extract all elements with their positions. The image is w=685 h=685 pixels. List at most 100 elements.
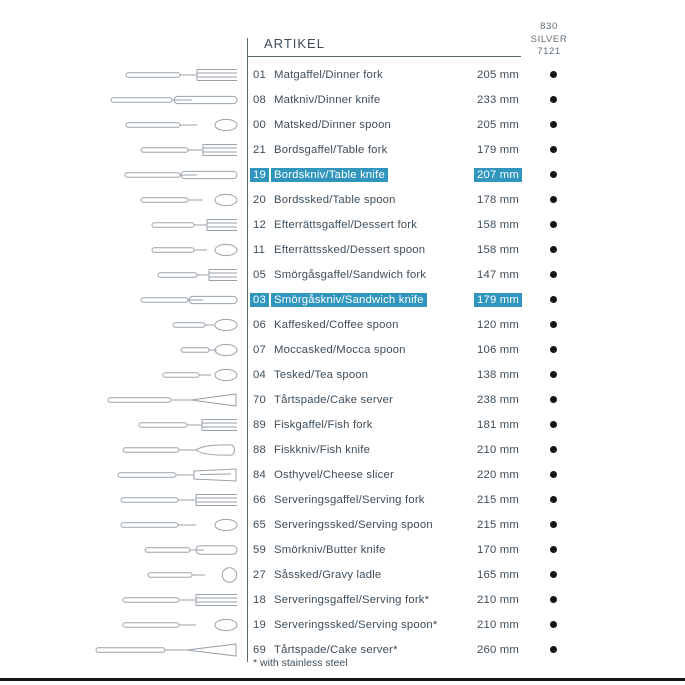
article-number: 65 [253,518,266,531]
table-row[interactable]: 65 Serveringssked/Serving spoon 215 mm [0,512,685,537]
article-name: Fiskgaffel/Fish fork [274,418,373,431]
silver-availability-dot [549,446,557,453]
spoon-illustration [0,341,247,359]
knife-illustration [0,166,247,184]
table-row[interactable]: 59 Smörkniv/Butter knife 170 mm [0,537,685,562]
table-row[interactable]: 89 Fiskgaffel/Fish fork 181 mm [0,412,685,437]
material-line-1: 830 [540,21,558,32]
spoon-illustration [0,616,247,634]
article-name: Efterrättssked/Dessert spoon [274,243,426,256]
fork-illustration [0,66,247,84]
footnote: * with stainless steel [253,657,348,669]
table-row[interactable]: 18 Serveringsgaffel/Serving fork* 210 mm [0,587,685,612]
material-column-header: 830 SILVER 7121 [518,21,580,59]
page-bottom-rule [0,678,685,681]
length-value: 215 mm [477,493,520,506]
fork-icon [157,268,237,281]
material-line-3: 7121 [537,46,561,57]
length-value: 205 mm [477,118,520,131]
slicer-icon [117,467,237,482]
article-name: Serveringssked/Serving spoon* [274,618,438,631]
article-name: Bordsgaffel/Table fork [274,143,388,156]
article-number: 12 [253,218,266,231]
silver-availability-dot [549,296,557,303]
article-number: 19 [250,167,269,182]
length-value: 210 mm [477,443,520,456]
slicer-illustration [0,466,247,484]
table-row[interactable]: 20 Bordssked/Table spoon 178 mm [0,187,685,212]
table-row[interactable]: 11 Efterrättssked/Dessert spoon 158 mm [0,237,685,262]
length-value: 220 mm [477,468,520,481]
silver-availability-dot [549,221,557,228]
material-line-2: SILVER [530,33,568,45]
spoon-icon [172,318,238,331]
length-value: 233 mm [477,93,520,106]
table-row[interactable]: 19 Serveringssked/Serving spoon* 210 mm [0,612,685,637]
silver-availability-dot [549,96,557,103]
column-divider-line [247,38,248,662]
article-number: 20 [253,193,266,206]
server-illustration [0,391,247,409]
fishknife-illustration [0,441,247,459]
table-row[interactable]: 19 Bordskniv/Table knife 207 mm [0,162,685,187]
article-number: 11 [253,243,266,256]
table-row[interactable]: 27 Såssked/Gravy ladle 165 mm [0,562,685,587]
table-row[interactable]: 21 Bordsgaffel/Table fork 179 mm [0,137,685,162]
length-value: 106 mm [477,343,520,356]
article-name: Kaffesked/Coffee spoon [274,318,399,331]
length-value: 165 mm [477,568,520,581]
silver-availability-dot [549,571,557,578]
spoon-illustration [0,241,247,259]
article-name: Bordskniv/Table knife [271,167,388,182]
article-name: Smörgåskniv/Sandwich knife [271,292,427,307]
table-row[interactable]: 08 Matkniv/Dinner knife 233 mm [0,87,685,112]
article-number: 19 [253,618,266,631]
table-row[interactable]: 03 Smörgåskniv/Sandwich knife 179 mm [0,287,685,312]
fork-icon [140,143,237,156]
article-name: Matgaffel/Dinner fork [274,68,383,81]
spoon-icon [162,368,238,381]
ladle-illustration [0,566,247,584]
table-row[interactable]: 12 Efterrättsgaffel/Dessert fork 158 mm [0,212,685,237]
silver-availability-dot [549,621,557,628]
fork-icon [122,593,237,606]
silver-availability-dot [549,596,557,603]
article-number: 05 [253,268,266,281]
silver-availability-dot [549,396,557,403]
server-icon [95,642,237,657]
table-row[interactable]: 84 Osthyvel/Cheese slicer 220 mm [0,462,685,487]
table-row[interactable]: 04 Tesked/Tea spoon 138 mm [0,362,685,387]
article-number: 69 [253,643,266,656]
silver-availability-dot [549,246,557,253]
butter-illustration [0,541,247,559]
knife-icon [140,295,238,304]
table-row[interactable]: 88 Fiskkniv/Fish knife 210 mm [0,437,685,462]
table-row[interactable]: 70 Tårtspade/Cake server 238 mm [0,387,685,412]
spoon-illustration [0,191,247,209]
silver-availability-dot [549,371,557,378]
knife-icon [124,170,238,179]
article-name: Serveringsgaffel/Serving fork [274,493,425,506]
article-name: Serveringssked/Serving spoon [274,518,433,531]
table-row[interactable]: 01 Matgaffel/Dinner fork 205 mm [0,62,685,87]
table-row[interactable]: 06 Kaffesked/Coffee spoon 120 mm [0,312,685,337]
article-number: 59 [253,543,266,556]
table-row[interactable]: 69 Tårtspade/Cake server* 260 mm [0,637,685,662]
article-name: Tårtspade/Cake server [274,393,394,406]
silver-availability-dot [549,521,557,528]
article-number: 88 [253,443,266,456]
fork-icon [120,493,237,506]
length-value: 238 mm [477,393,520,406]
table-row[interactable]: 66 Serveringsgaffel/Serving fork 215 mm [0,487,685,512]
table-row[interactable]: 00 Matsked/Dinner spoon 205 mm [0,112,685,137]
server-illustration [0,641,247,659]
silver-availability-dot [549,71,557,78]
article-name: Smörgåsgaffel/Sandwich fork [274,268,427,281]
article-name: Matkniv/Dinner knife [274,93,381,106]
spoon-icon [122,618,238,631]
silver-availability-dot [549,496,557,503]
table-row[interactable]: 05 Smörgåsgaffel/Sandwich fork 147 mm [0,262,685,287]
article-number: 04 [253,368,266,381]
article-name: Tårtspade/Cake server* [274,643,398,656]
table-row[interactable]: 07 Moccasked/Mocca spoon 106 mm [0,337,685,362]
